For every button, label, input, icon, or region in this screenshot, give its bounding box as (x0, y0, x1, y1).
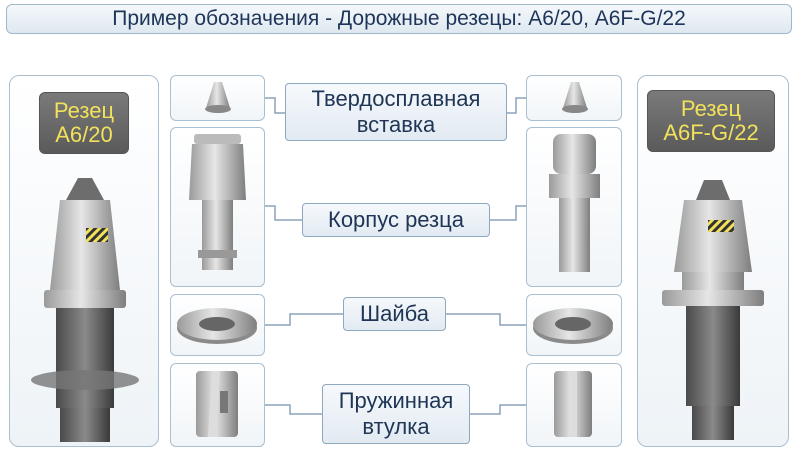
left-cutter-badge: Резец А6/20 (39, 92, 129, 154)
sleeve-icon-right (554, 371, 592, 437)
right-badge-line1: Резец (680, 96, 742, 121)
page-title: Пример обозначения - Дорожные резецы: А6… (6, 4, 792, 34)
body-icon-right (549, 134, 600, 272)
left-cutter-illustration (31, 178, 139, 442)
insert-icon-right (562, 82, 588, 113)
insert-label-line1: Твердосплавная (311, 86, 481, 111)
washer-icon-right (533, 308, 613, 344)
insert-label-line2: вставка (356, 112, 436, 137)
sleeve-icon-left (196, 371, 238, 437)
sleeve-label: Пружинная втулка (322, 384, 470, 444)
right-cutter-illustration (662, 180, 764, 440)
sleeve-label-line1: Пружинная (338, 388, 454, 413)
insert-icon-left (205, 82, 231, 113)
sleeve-label-line2: втулка (362, 414, 430, 439)
left-badge-line2: А6/20 (55, 122, 113, 147)
washer-label: Шайба (343, 297, 446, 331)
right-cutter-badge: Резец А6F-G/22 (647, 90, 775, 152)
right-badge-line2: А6F-G/22 (663, 120, 759, 145)
body-label-line1: Корпус резца (328, 207, 464, 232)
left-badge-line1: Резец (53, 98, 115, 123)
body-label: Корпус резца (302, 203, 490, 237)
washer-icon-left (177, 308, 257, 344)
washer-label-line1: Шайба (359, 301, 430, 326)
insert-label: Твердосплавная вставка (285, 83, 507, 141)
body-icon-left (189, 134, 246, 270)
